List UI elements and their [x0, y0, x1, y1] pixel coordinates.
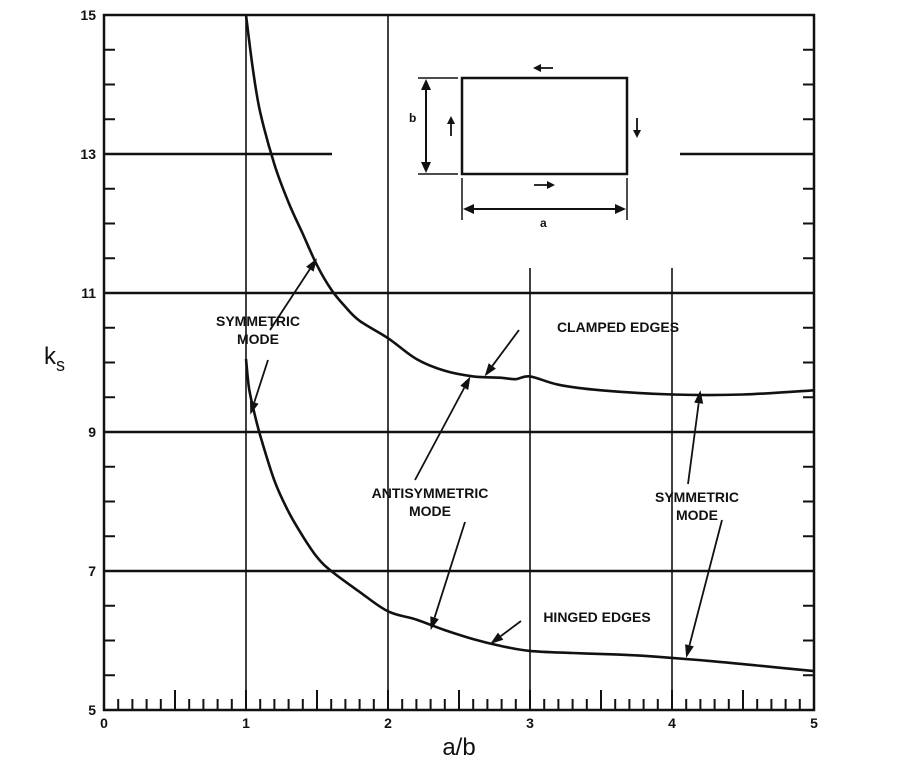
x-tick-label: 0	[100, 715, 108, 731]
annotation-arrow-line	[414, 387, 466, 481]
annotation-arrow-head	[460, 376, 471, 390]
x-tick-label: 1	[242, 715, 250, 731]
annotation-arrow-head	[685, 644, 694, 658]
y-tick-label: 13	[80, 146, 96, 162]
width-dimension-arrow-right	[615, 204, 626, 214]
series-curve-hinged-edges	[244, 358, 815, 673]
tick-labels: 0 1 2 3 4 5 5 7 9 11 13 15	[80, 7, 818, 731]
shear-arrow-bottom-head	[547, 181, 555, 189]
grid-lines	[104, 15, 814, 710]
annotation-arrow-head	[430, 616, 439, 631]
annotation-label: CLAMPED EDGES	[557, 319, 679, 335]
y-tick-label: 9	[88, 424, 96, 440]
width-label: a	[540, 216, 547, 230]
y-tick-label: 5	[88, 702, 96, 718]
annotation-label: MODE	[409, 503, 451, 519]
y-tick-label: 15	[80, 7, 96, 23]
annotation-arrow-line	[687, 403, 700, 485]
plate-rectangle	[460, 76, 629, 176]
annotation-arrow-line	[253, 359, 269, 403]
annotation-label: SYMMETRIC	[655, 489, 739, 505]
x-tick-label: 5	[810, 715, 818, 731]
x-tick-label: 4	[668, 715, 676, 731]
series-curve-clamped-edges	[244, 14, 815, 397]
plate-inset-diagram: b a	[409, 64, 641, 230]
x-tick-label: 3	[526, 715, 534, 731]
annotation-label: ANTISYMMETRIC	[372, 485, 489, 501]
y-axis-title: ks	[44, 343, 65, 375]
series-layer	[244, 14, 815, 673]
annotation-arrow-line	[269, 268, 311, 331]
plot-frame	[102, 13, 816, 712]
y-tick-label: 11	[81, 285, 96, 301]
shear-arrow-right-head	[633, 130, 641, 138]
y-axis-title-subscript: s	[56, 355, 65, 375]
annotation-arrow-line	[433, 521, 466, 618]
height-dimension-arrow-top	[421, 79, 431, 90]
annotation-arrow-head	[694, 390, 704, 404]
minor-tick-marks	[104, 48, 814, 710]
height-label: b	[409, 111, 416, 125]
annotation-arrow-line	[688, 519, 723, 646]
x-tick-label: 2	[384, 715, 392, 731]
annotation-arrow-line	[491, 329, 520, 367]
annotation-label: HINGED EDGES	[543, 609, 650, 625]
x-axis-title: a/b	[442, 734, 475, 761]
height-dimension-arrow-bottom	[421, 162, 431, 173]
annotations: SYMMETRIC MODE CLAMPED EDGES ANTISYMMETRIC M…	[216, 258, 739, 658]
shear-arrow-left-head	[447, 116, 455, 124]
annotation-arrow-head	[306, 258, 317, 272]
annotation-label: MODE	[237, 331, 279, 347]
y-tick-label: 7	[88, 563, 96, 579]
annotation-arrow-head	[490, 632, 504, 644]
annotation-arrow-head	[484, 363, 496, 377]
annotation-label: SYMMETRIC	[216, 313, 300, 329]
annotation-arrow-head	[250, 400, 259, 415]
width-dimension-arrow-left	[463, 204, 474, 214]
annotation-arrow-line	[500, 620, 522, 637]
y-axis-title-main: k	[44, 343, 57, 370]
annotation-label: MODE	[676, 507, 718, 523]
shear-arrow-top-head	[533, 64, 541, 72]
